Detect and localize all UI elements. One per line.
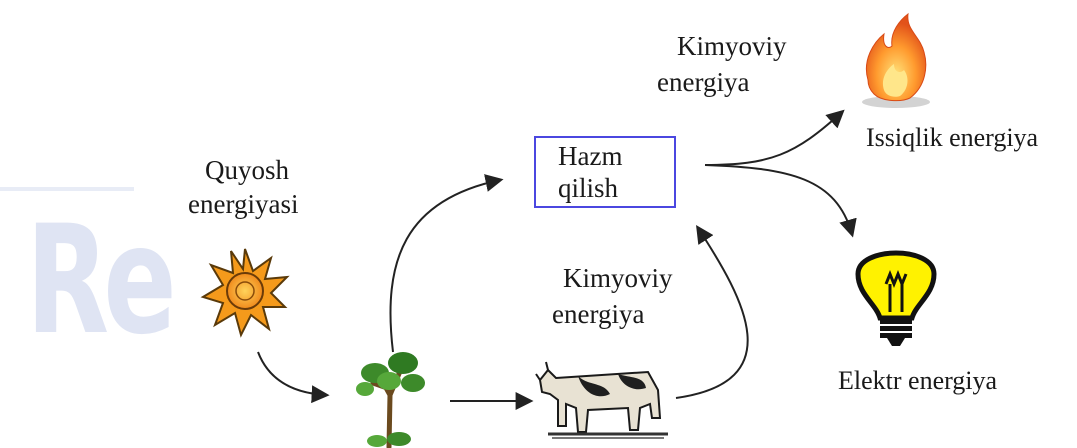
- arrow-sun-to-tree: [257, 351, 330, 404]
- digestion-label-line1: Hazm: [558, 141, 623, 171]
- arrow-digestion-to-heat: [704, 109, 845, 166]
- sun-label-line2: energiyasi: [188, 189, 299, 219]
- sun-label-line1: Quyosh: [205, 155, 290, 185]
- watermark-line: [0, 187, 134, 191]
- digestion-label-line2: qilish: [558, 173, 619, 203]
- heat-energy-label: Issiqlik energiya: [866, 123, 1039, 152]
- light-bulb-icon: [855, 250, 937, 346]
- chem-top-label-line2: energiya: [657, 67, 750, 97]
- chem-mid-label-line2: energiya: [552, 299, 645, 329]
- chem-top-label-line1: Kimyoviy: [677, 31, 787, 61]
- digestion-label: Hazm qilish: [558, 140, 622, 204]
- digestion-box: [534, 136, 676, 208]
- electric-energy-label: Elektr energiya: [838, 366, 998, 395]
- tree-icon: [356, 352, 425, 448]
- sun-icon: [200, 248, 290, 338]
- watermark-text: Re: [26, 194, 177, 368]
- arrow-cow-to-digestion: [675, 224, 749, 399]
- arrows: [257, 109, 857, 410]
- arrow-digestion-to-electric: [704, 164, 857, 238]
- arrow-tree-to-digestion: [389, 174, 504, 353]
- cow-icon: [535, 361, 668, 439]
- chem-mid-label-line1: Kimyoviy: [563, 263, 673, 293]
- fire-icon: [862, 12, 930, 108]
